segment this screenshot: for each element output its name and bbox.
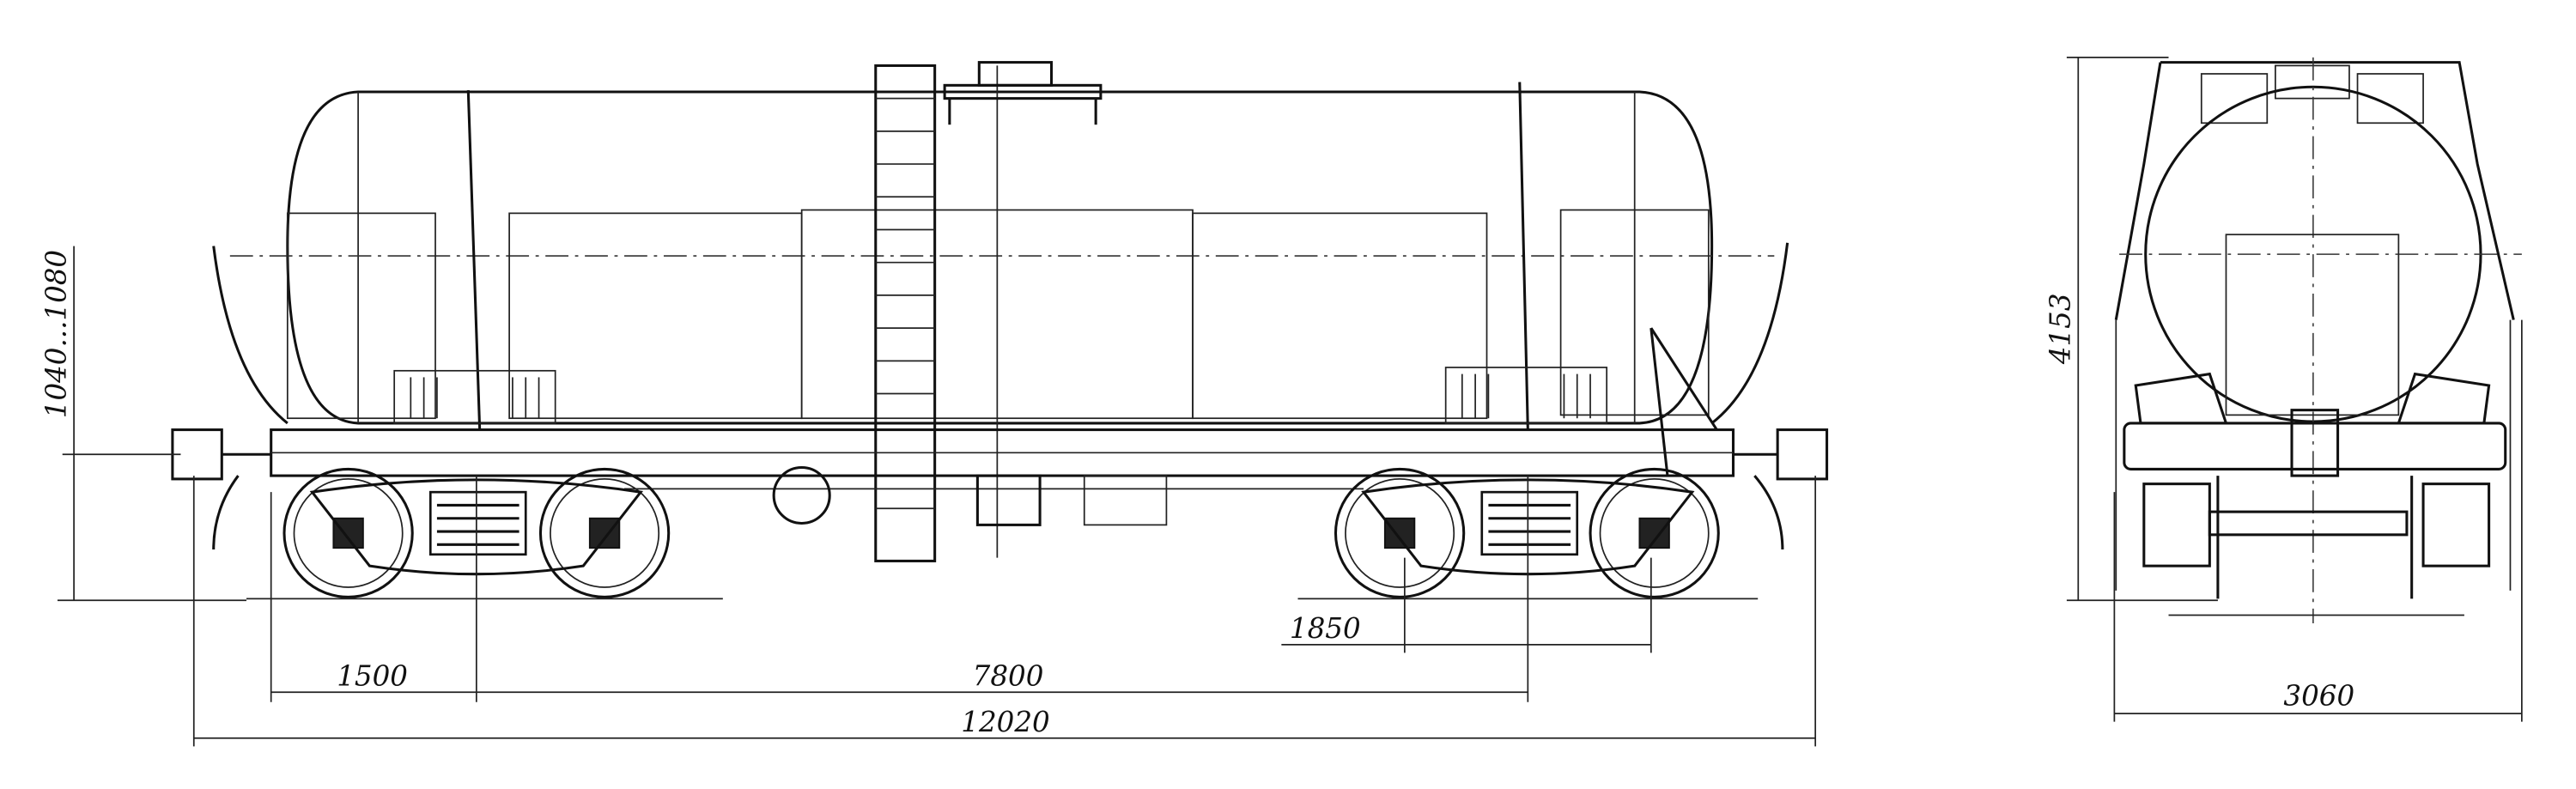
dim-bogie-centers: 7800 [973, 660, 1044, 693]
end-underframe [2123, 422, 2507, 470]
bogie-right [1334, 467, 1720, 598]
bogie-left [283, 467, 671, 598]
brake-wheel [772, 465, 831, 525]
spring-box [393, 369, 556, 424]
axle-box [2421, 483, 2491, 567]
axle [2208, 510, 2409, 537]
dim-coupler-height: 1040...1080 [40, 250, 73, 418]
end-railing-left [212, 246, 289, 425]
coupler-right [1649, 327, 1829, 550]
dimensions-side: 1040...1080 1850 1500 7800 12020 [40, 246, 1817, 747]
dome-hatch [943, 61, 1103, 125]
end-railing-right [1710, 242, 1789, 425]
end-view: 4153 3060 [2044, 57, 2523, 722]
dim-wheelbase: 1850 [1290, 612, 1361, 645]
brake-cylinder [975, 474, 1042, 526]
brake-equipment [1083, 475, 1168, 526]
end-coupler [2290, 409, 2340, 477]
dim-length: 12020 [961, 706, 1049, 738]
post [1518, 82, 1529, 430]
ladder [874, 64, 937, 562]
dim-width: 3060 [2283, 680, 2354, 713]
tank-shell [286, 90, 1714, 425]
tank-panels [286, 209, 1710, 420]
dim-height: 4153 [2044, 293, 2077, 365]
dim-bogie-overhang: 1500 [337, 660, 408, 693]
post [466, 90, 482, 430]
coupler-left [171, 428, 271, 550]
dimensions-end: 4153 3060 [2044, 57, 2523, 722]
side-view: 1040...1080 1850 1500 7800 12020 [40, 61, 1829, 747]
end-frame-outline [2114, 61, 2515, 320]
axle-box [2142, 483, 2211, 567]
spring-box [1444, 367, 1608, 424]
